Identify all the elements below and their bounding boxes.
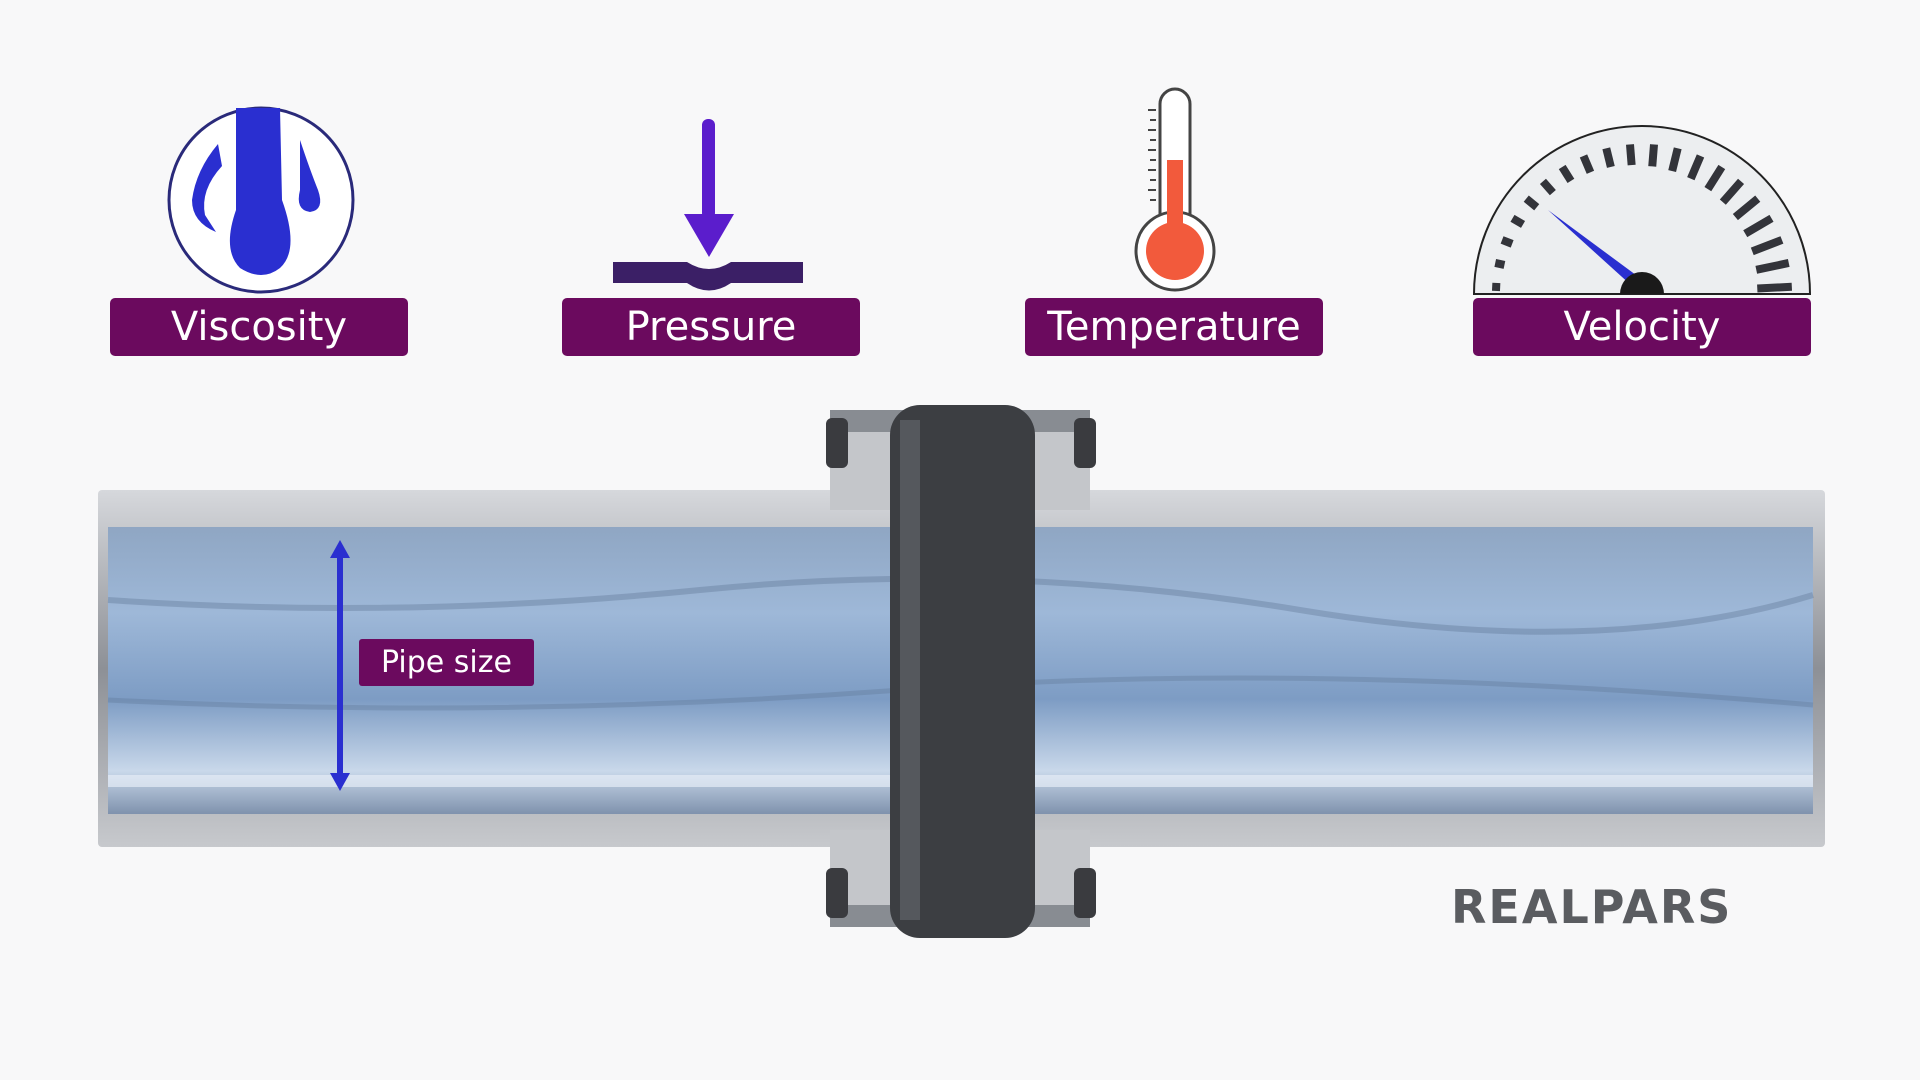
gauge-tick (1494, 259, 1506, 269)
viscosity-label: Viscosity (110, 298, 408, 356)
gauge-tick (1732, 195, 1761, 221)
gauge-tick (1523, 195, 1540, 211)
viscosity-drops-icon (167, 106, 355, 294)
gauge-tick (1704, 164, 1726, 192)
velocity-label: Velocity (1473, 298, 1811, 356)
temperature-label: Temperature (1025, 298, 1323, 356)
gauge-tick (1539, 178, 1556, 196)
gauge-tick (1755, 259, 1790, 274)
speedometer-icon (1472, 125, 1812, 295)
pipe-size-label: Pipe size (359, 639, 534, 686)
gauge-tick (1757, 282, 1793, 293)
thermometer-icon (1134, 87, 1216, 292)
gauge-tick (1510, 214, 1526, 228)
pipe-size-arrow-icon (330, 540, 350, 791)
gauge-tick (1743, 214, 1774, 238)
gauge-tick (1579, 154, 1595, 174)
gauge-tick (1668, 147, 1682, 172)
gauge-tick (1750, 236, 1784, 256)
gauge-tick (1602, 147, 1615, 168)
gauge-tick (1687, 154, 1705, 181)
gauge-tick (1500, 236, 1514, 248)
gauge-tick (1626, 144, 1636, 166)
realpars-logo: REALPARS (1451, 880, 1733, 934)
gauge-tick (1558, 164, 1575, 184)
gauge-tick (1648, 144, 1658, 167)
pipe-illustration (98, 405, 1825, 938)
gauge-tick (1719, 178, 1745, 205)
pressure-arrow-icon (613, 119, 803, 291)
pressure-label: Pressure (562, 298, 860, 356)
